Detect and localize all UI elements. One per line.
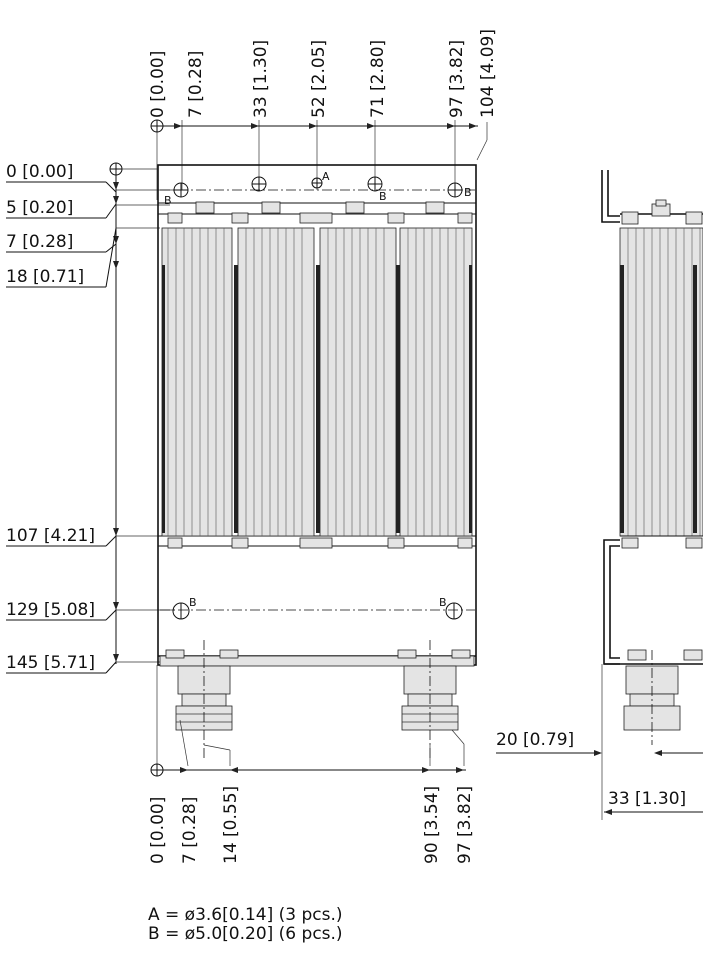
side-view <box>496 170 703 820</box>
hole-b-top-3 <box>367 176 383 192</box>
tag-b-5: B <box>439 596 447 609</box>
left-dim-1: 5 [0.20] <box>6 198 73 218</box>
center-lines <box>160 189 475 760</box>
top-dim-4: 71 [2.80] <box>368 40 388 118</box>
hole-b-top-2 <box>251 176 267 192</box>
bottom-dim-0: 0 [0.00] <box>148 797 168 864</box>
top-extension-lines <box>156 120 488 200</box>
left-dim-4: 107 [4.21] <box>6 526 95 546</box>
hole-b-bottom-right <box>445 602 463 620</box>
top-dimension-line <box>150 119 478 133</box>
bottom-dim-2: 14 [0.55] <box>221 786 241 864</box>
top-dim-2: 33 [1.30] <box>251 40 271 118</box>
hole-b-top-left <box>173 182 189 198</box>
tag-b-1: B <box>164 194 172 207</box>
hole-b-bottom-left <box>172 602 190 620</box>
tag-b-3: B <box>464 186 472 199</box>
tag-b-2: B <box>379 190 387 203</box>
top-dim-5: 97 [3.82] <box>447 40 467 118</box>
left-dim-5: 129 [5.08] <box>6 600 95 620</box>
top-dim-1: 7 [0.28] <box>186 51 206 118</box>
legend-line-a: A = ø3.6[0.14] (3 pcs.) <box>148 905 343 925</box>
mounting-holes <box>172 176 463 620</box>
front-view: 0 [0.00] 7 [0.28] 33 [1.30] 52 [2.05] 71… <box>6 29 498 864</box>
filter-body <box>157 164 477 667</box>
left-dimension-lines <box>6 162 175 674</box>
tag-a-1: A <box>322 170 330 183</box>
top-dim-6: 104 [4.09] <box>478 29 498 118</box>
bottom-dimension-line <box>150 665 466 777</box>
hole-a-top <box>311 177 323 189</box>
left-dim-0: 0 [0.00] <box>6 162 73 182</box>
side-dim-depth: 33 [1.30] <box>608 789 686 809</box>
top-dim-0: 0 [0.00] <box>148 51 168 118</box>
left-dim-6: 145 [5.71] <box>6 653 95 673</box>
legend-line-b: B = ø5.0[0.20] (6 pcs.) <box>148 924 343 944</box>
left-dim-2: 7 [0.28] <box>6 232 73 252</box>
side-dim-width: 20 [0.79] <box>496 730 574 750</box>
bottom-dim-1: 7 [0.28] <box>180 797 200 864</box>
tag-b-4: B <box>189 596 197 609</box>
top-dim-3: 52 [2.05] <box>309 40 329 118</box>
hole-legend: A = ø3.6[0.14] (3 pcs.) B = ø5.0[0.20] (… <box>148 906 343 944</box>
bottom-dim-3: 90 [3.54] <box>422 786 442 864</box>
bottom-dim-4: 97 [3.82] <box>455 786 475 864</box>
hole-b-top-right <box>447 182 463 198</box>
left-dim-3: 18 [0.71] <box>6 267 84 287</box>
